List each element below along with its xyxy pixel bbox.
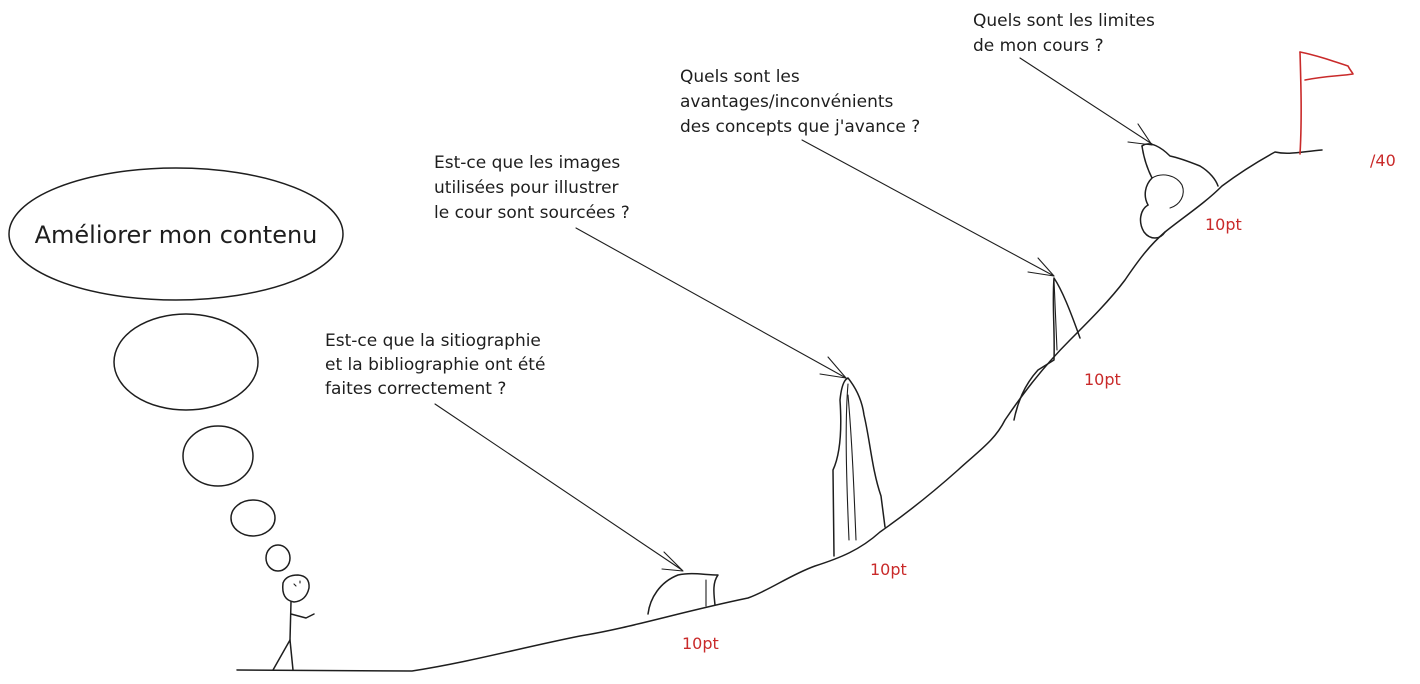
cliff-obstacle-2 — [832, 377, 886, 557]
thought-bubble-puff-3 — [230, 499, 276, 537]
summit-flag-icon — [1299, 51, 1354, 155]
arrow-4 — [1019, 57, 1153, 146]
stick-figure-legs — [272, 639, 294, 671]
question-3-line-2: avantages/inconvénients — [680, 92, 894, 112]
flag-cloth — [1299, 51, 1354, 81]
points-label-1: 10pt — [682, 634, 719, 653]
question-3-line-3: des concepts que j'avance ? — [680, 117, 920, 137]
question-3: Quels sont les avantages/inconvénients d… — [680, 67, 920, 137]
stick-figure-arm — [290, 613, 315, 619]
question-1-line-3: faites correctement ? — [325, 379, 506, 399]
thought-bubble-puff-2 — [182, 425, 254, 487]
thought-bubble-main — [8, 167, 344, 301]
points-label-4: 10pt — [1205, 215, 1242, 234]
thought-bubble-puff-4 — [265, 544, 291, 572]
question-2-line-2: utilisées pour illustrer — [434, 178, 619, 198]
points-label-2: 10pt — [870, 560, 907, 579]
flag-pole — [1299, 51, 1302, 155]
points-label-3: 10pt — [1084, 370, 1121, 389]
question-4: Quels sont les limites de mon cours ? — [973, 11, 1155, 56]
boulder-obstacle-4 — [1139, 143, 1219, 239]
rock-obstacle-1 — [647, 572, 719, 615]
thought-bubble: Améliorer mon contenu — [8, 167, 344, 572]
question-2-line-3: le cour sont sourcées ? — [434, 203, 630, 223]
question-2-line-1: Est-ce que les images — [434, 153, 620, 173]
question-1-line-1: Est-ce que la sitiographie — [325, 331, 541, 351]
wall-obstacle-3 — [1013, 277, 1081, 421]
question-4-line-2: de mon cours ? — [973, 36, 1104, 56]
arrow-3 — [801, 139, 1055, 277]
question-1: Est-ce que la sitiographie et la bibliog… — [325, 331, 545, 399]
thought-bubble-puff-1 — [113, 313, 259, 411]
arrow-1 — [434, 403, 684, 572]
stick-figure — [272, 574, 315, 671]
total-score: /40 — [1370, 151, 1396, 170]
mountain-slope — [236, 149, 1323, 672]
question-4-line-1: Quels sont les limites — [973, 11, 1155, 31]
thought-title: Améliorer mon contenu — [35, 221, 318, 249]
question-1-line-2: et la bibliographie ont été — [325, 355, 545, 375]
stick-figure-body — [289, 601, 292, 641]
arrow-2 — [575, 227, 847, 379]
question-2: Est-ce que les images utilisées pour ill… — [434, 153, 630, 223]
stick-figure-head — [281, 574, 310, 603]
question-3-line-1: Quels sont les — [680, 67, 800, 87]
